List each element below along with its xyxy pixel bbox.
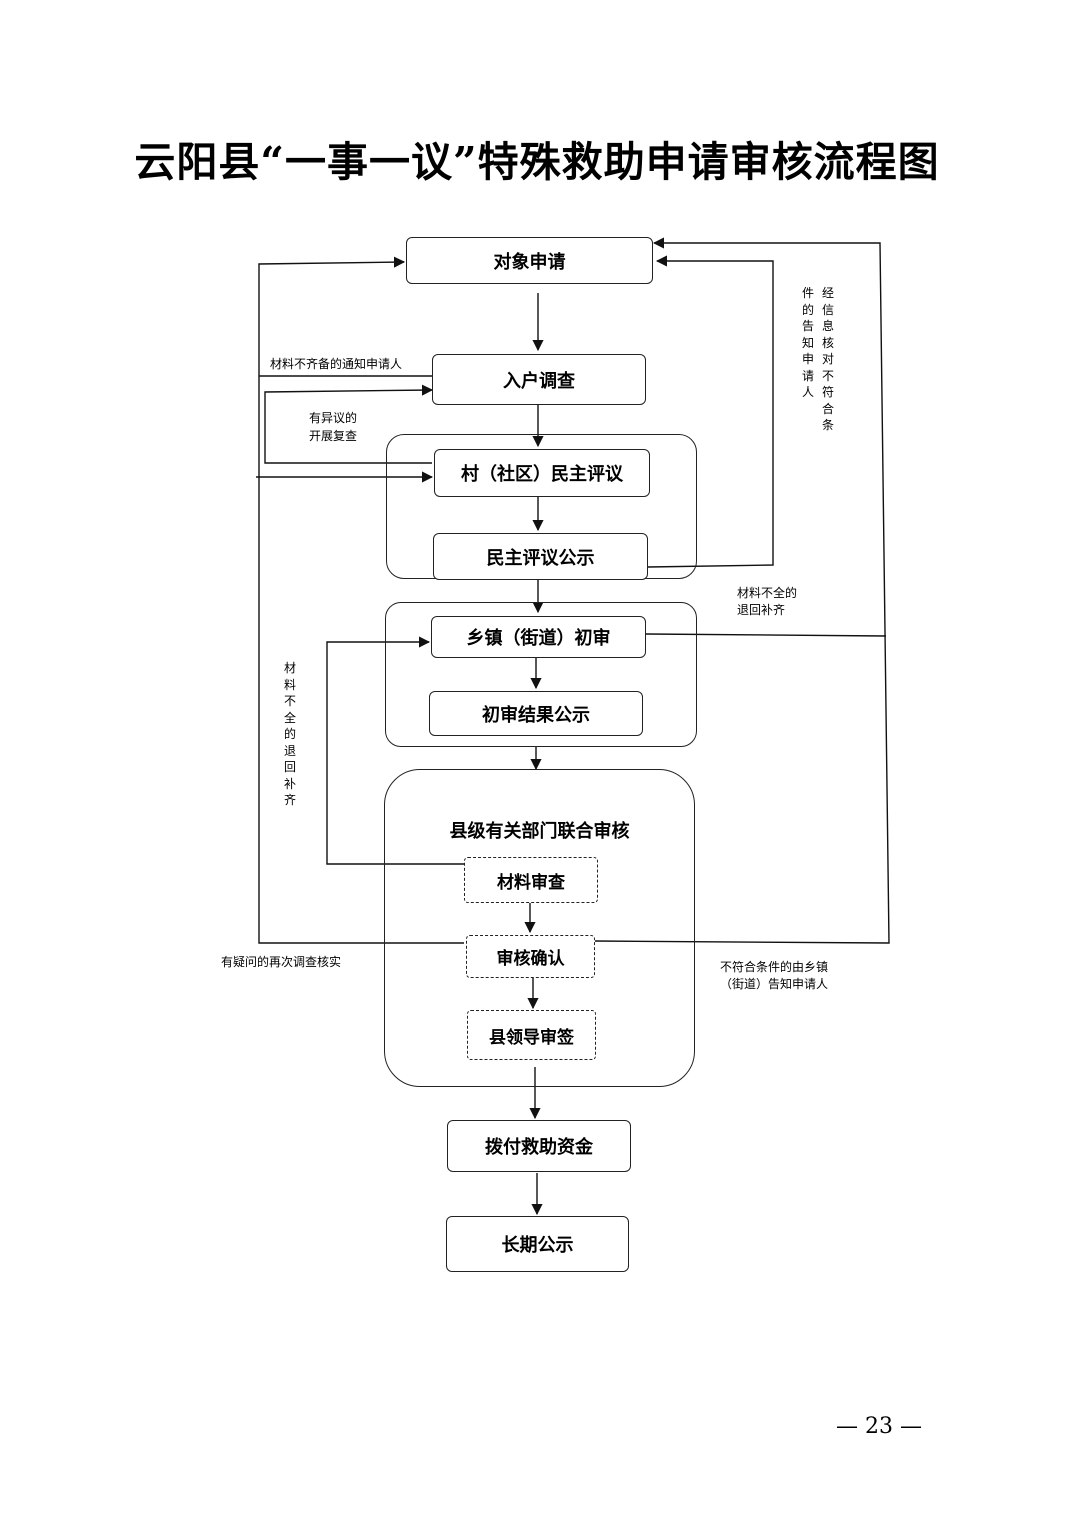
vertical-label-char: 退	[283, 743, 296, 758]
vertical-label-char: 经	[821, 286, 834, 300]
vertical-label-char: 核	[821, 335, 834, 350]
vertical-label-char: 信	[821, 302, 834, 317]
label-material-return-vertical: 材料不全的退回补齐	[283, 660, 297, 809]
vertical-label-char: 不	[821, 368, 834, 383]
node-county-joint: 县级有关部门联合审核	[449, 821, 630, 842]
node-material-check: 材料审查	[464, 857, 598, 903]
vertical-label-char: 回	[283, 760, 296, 774]
page-title: 云阳县“一事一议”特殊救助申请审核流程图	[134, 138, 940, 186]
vertical-label-char: 申	[801, 352, 814, 366]
vertical-label-char: 请	[801, 368, 814, 383]
vertical-label-char: 知	[801, 335, 814, 350]
label-objection-1: 有异议的	[309, 411, 358, 425]
vertical-label-char: 不	[283, 694, 296, 708]
page-number: — 23 —	[836, 1414, 922, 1439]
vertical-label-char: 息	[821, 319, 834, 333]
label-reject-2: （街道）告知申请人	[720, 977, 829, 991]
label-verify-col2: 件的告知申请人	[801, 285, 815, 401]
line-town-return	[645, 633, 887, 637]
county-stage-group	[384, 769, 695, 1087]
vertical-label-char: 补	[283, 776, 296, 791]
vertical-label-char: 件	[801, 286, 814, 300]
vertical-label-char: 全	[283, 710, 296, 725]
loop-reject-to-apply	[593, 237, 890, 944]
label-town-return-2: 退回补齐	[737, 603, 786, 617]
label-verify-col1: 经信息核对不符合条	[821, 285, 835, 434]
label-incomplete-notify: 材料不齐备的通知申请人	[270, 357, 403, 371]
node-long-publicity: 长期公示	[446, 1216, 629, 1272]
label-reject-1: 不符合条件的由乡镇	[720, 960, 829, 974]
vertical-label-char: 料	[283, 677, 296, 692]
loop-material-to-town	[326, 636, 464, 865]
node-apply: 对象申请	[406, 237, 653, 284]
node-survey: 入户调查	[432, 354, 646, 405]
label-doubt-reinvestigate: 有疑问的再次调查核实	[221, 955, 342, 969]
vertical-label-char: 的	[283, 727, 296, 741]
vertical-label-char: 合	[821, 401, 834, 416]
vertical-label-char: 告	[801, 319, 814, 333]
vertical-label-char: 符	[821, 385, 834, 399]
node-town-publicity: 初审结果公示	[429, 691, 643, 736]
node-review-publicity: 民主评议公示	[433, 533, 648, 580]
town-stage-group	[385, 602, 697, 747]
vertical-label-char: 的	[801, 302, 814, 317]
label-town-return-1: 材料不全的	[737, 586, 798, 600]
vertical-label-char: 条	[821, 418, 834, 432]
label-objection-2: 开展复查	[309, 429, 358, 443]
node-village-review: 村（社区）民主评议	[434, 449, 650, 497]
node-leader-sign: 县领导审签	[467, 1010, 596, 1060]
node-disburse: 拨付救助资金	[447, 1120, 631, 1172]
node-audit-confirm: 审核确认	[466, 935, 595, 978]
loop-objection-to-survey	[264, 384, 434, 464]
node-town-review: 乡镇（街道）初审	[431, 616, 646, 658]
vertical-label-char: 齐	[283, 793, 296, 807]
vertical-label-char: 对	[821, 352, 834, 366]
loop-doubt-to-apply	[258, 256, 464, 944]
vertical-label-char: 人	[801, 385, 814, 399]
loop-verify-to-apply	[647, 255, 774, 568]
vertical-label-char: 材	[283, 661, 296, 675]
